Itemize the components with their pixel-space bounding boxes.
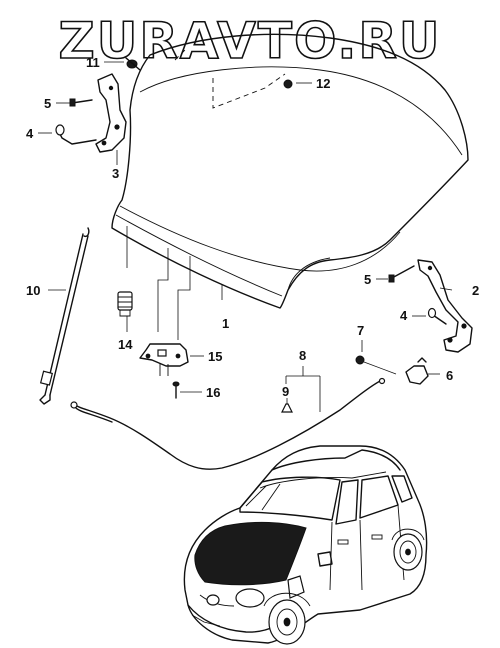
prop-rod-10	[39, 227, 90, 405]
callout-4-right: 4	[400, 308, 408, 323]
bolt-5-right	[376, 265, 415, 283]
callout-5-left: 5	[44, 96, 51, 111]
release-cable-8	[70, 366, 386, 470]
bumper-14	[117, 291, 133, 332]
bumper-12	[283, 79, 312, 89]
callout-15: 15	[208, 349, 222, 364]
grommet-9	[281, 398, 293, 413]
hood-panel	[111, 33, 469, 309]
callout-1: 1	[222, 316, 229, 331]
callout-6: 6	[446, 368, 453, 383]
clip-11	[104, 57, 141, 71]
screw-16	[172, 381, 202, 399]
callout-16: 16	[206, 385, 220, 400]
callout-10: 10	[26, 283, 40, 298]
hinge-left	[95, 73, 127, 153]
clip-7	[355, 340, 397, 375]
callout-12: 12	[316, 76, 330, 91]
callout-9: 9	[282, 384, 289, 399]
callout-4-left: 4	[26, 126, 34, 141]
callout-2: 2	[472, 283, 479, 298]
callout-14: 14	[118, 337, 133, 352]
callout-5-right: 5	[364, 272, 371, 287]
bolt-4-left	[38, 124, 97, 145]
car-illustration	[183, 445, 428, 645]
watermark-logo: ZURAVTO.RU	[59, 12, 442, 70]
callout-8: 8	[299, 348, 306, 363]
latch-6	[405, 357, 440, 385]
bolt-4-right	[412, 307, 447, 325]
callout-11: 11	[86, 55, 100, 70]
striker-15	[139, 343, 204, 376]
callout-7: 7	[357, 323, 364, 338]
bolt-5-left	[56, 98, 93, 107]
callout-3: 3	[112, 166, 119, 181]
hinge-right	[417, 259, 473, 353]
